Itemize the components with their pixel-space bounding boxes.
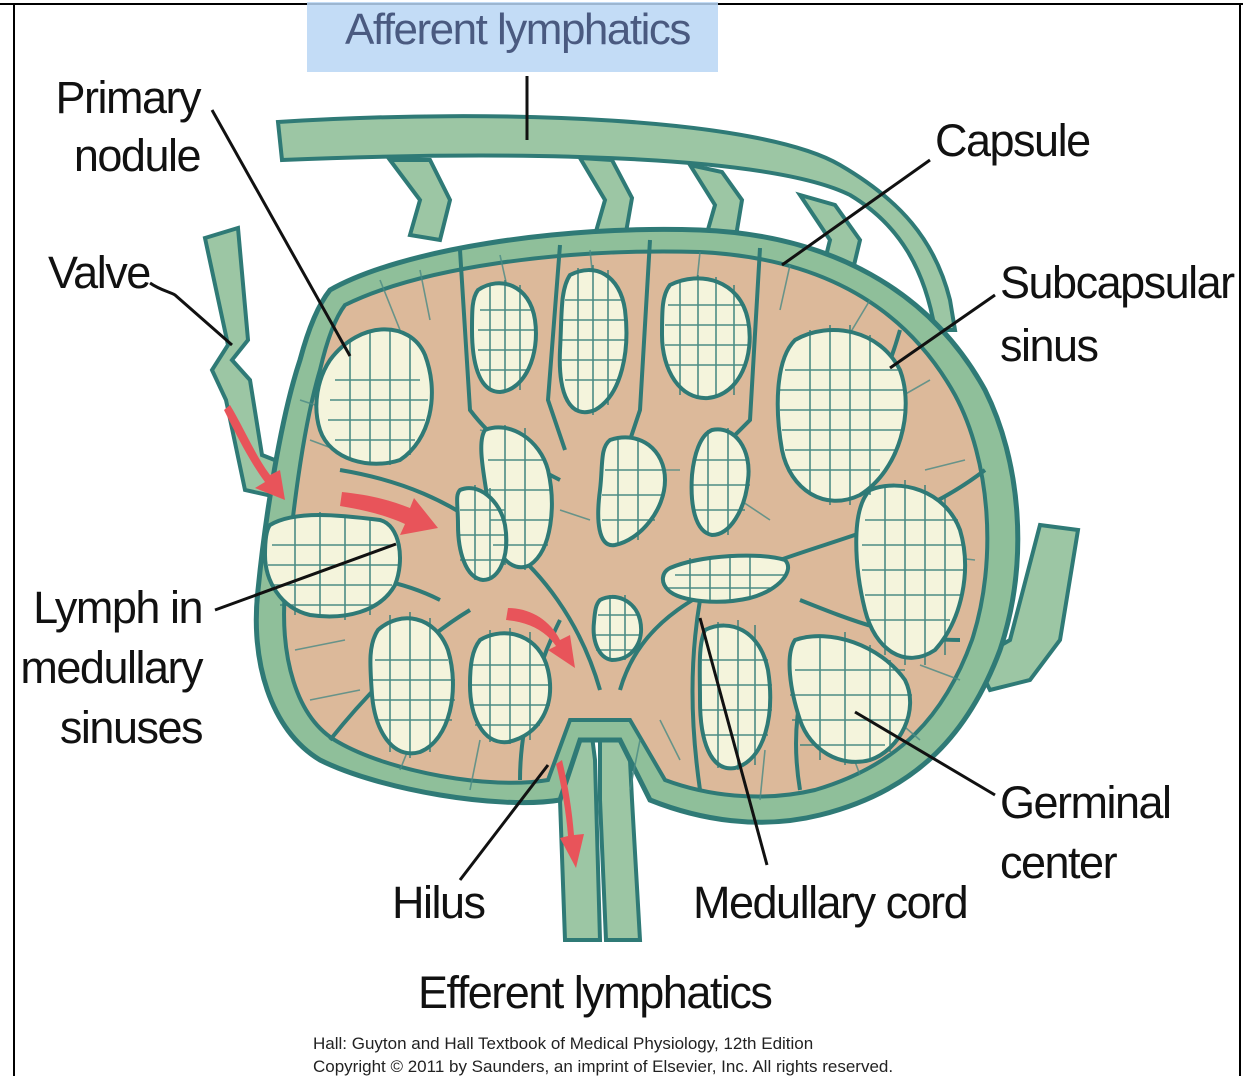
nodule [856,486,965,658]
credit-line-2: Copyright © 2011 by Saunders, an imprint… [313,1057,893,1077]
credit-line-1: Hall: Guyton and Hall Textbook of Medica… [313,1034,813,1054]
nodule [662,278,750,398]
medullary-cord-label: Medullary cord [693,875,967,931]
nodule [370,618,453,753]
subcapsular-label-line2: sinus [1000,318,1098,374]
lymph-label-line2: medullary [10,640,202,696]
primary-nodule-label-line2: nodule [40,128,200,184]
nodule [472,283,536,392]
germinal-label-line1: Germinal [1000,775,1171,831]
capsule-label: Capsule [935,113,1090,169]
efferent-lymphatics-label: Efferent lymphatics [418,965,771,1021]
afferent-lymphatics-label: Afferent lymphatics [345,2,690,58]
lymph-label-line3: sinuses [10,700,202,756]
hilus-label: Hilus [392,875,485,931]
afferent-branch [390,160,450,240]
subcapsular-label-line1: Subcapsular [1000,255,1234,311]
germinal-label-line2: center [1000,835,1116,891]
valve-label: Valve [48,245,150,301]
primary-nodule-label-line1: Primary [40,70,200,126]
lymph-label-line1: Lymph in [10,580,202,636]
afferent-branch [580,158,632,238]
